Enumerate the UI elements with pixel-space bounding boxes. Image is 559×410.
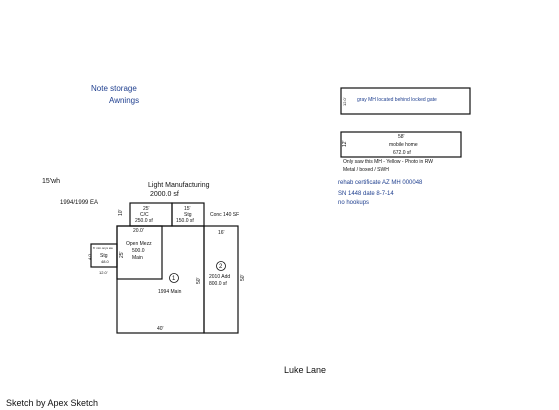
carport-name: C/C: [140, 212, 149, 218]
conc-label: Conc 140 SF: [210, 212, 239, 218]
dim-16: 16': [218, 230, 225, 236]
mh-area: 672.0 sf: [393, 150, 411, 156]
storage-area: 150.0 sf: [176, 218, 194, 224]
mh-width: 58': [398, 134, 405, 140]
street-label: Luke Lane: [284, 365, 327, 375]
storage-width: 15': [184, 206, 191, 212]
small-left-dim: 4.0': [87, 253, 92, 260]
main-marker-circle: [169, 273, 179, 283]
dim-50-inner: 50': [196, 277, 202, 284]
carport-area: 250.0 sf: [135, 218, 153, 224]
small-storage-room: [90, 243, 118, 268]
gray-mh-side: 12.0': [342, 97, 347, 106]
add-marker: 2: [219, 264, 223, 270]
carport-depth: 10': [118, 209, 124, 216]
storage-name: Stg: [184, 212, 192, 218]
footer-credit: Sketch by Apex Sketch: [6, 398, 99, 408]
gray-mh-label: gray MH located behind locked gate: [357, 97, 437, 103]
addition-room: [203, 225, 239, 334]
mh-name: mobile home: [389, 142, 418, 148]
small-stg-name: Stg: [100, 253, 108, 259]
mh-note-2: Metal / boxed / SWH: [343, 167, 389, 173]
main-label: 1994 Main: [158, 289, 182, 295]
small-stg-note: 6' min onyx aw: [93, 246, 114, 250]
note-awnings: Awnings: [109, 96, 140, 105]
bottom-dim: 40': [157, 326, 164, 332]
open-mezz-area: 500.0: [132, 248, 145, 254]
open-mezz-main: Main: [132, 255, 143, 261]
carport-width: 25': [143, 206, 150, 212]
dim-20: 20.0': [133, 228, 144, 234]
mh-note-1: Only saw this MH - Yellow - Photo in RW: [343, 159, 433, 165]
note-wh: 15'wh: [42, 178, 61, 185]
small-stg-area: 48.0: [101, 259, 110, 264]
mh-cert: rehab certificate AZ MH 000048: [338, 180, 423, 186]
main-marker: 1: [172, 276, 176, 282]
gray-mh-box: [340, 87, 471, 115]
small-bottom-dim: 12.0': [99, 270, 108, 275]
right-dim: 50': [240, 274, 246, 281]
add-label: 2010 Add: [209, 274, 230, 280]
light-mfg-area: 2000.0 sf: [150, 191, 179, 198]
mh-hookups: no hookups: [338, 200, 370, 206]
note-storage: Note storage: [91, 84, 137, 93]
mobile-home-box: [340, 131, 462, 158]
note-years-ea: 1994/1999 EA: [60, 200, 99, 206]
mh-side: 12': [342, 140, 348, 147]
light-mfg-label: Light Manufacturing: [148, 182, 210, 189]
add-area: 800.0 sf: [209, 281, 227, 287]
open-mezz-label: Open Mezz: [126, 241, 152, 247]
add-marker-circle: [216, 261, 226, 271]
mh-sn: SN 1448 date 8-7-14: [338, 191, 394, 197]
left-dim: 25': [119, 251, 125, 258]
